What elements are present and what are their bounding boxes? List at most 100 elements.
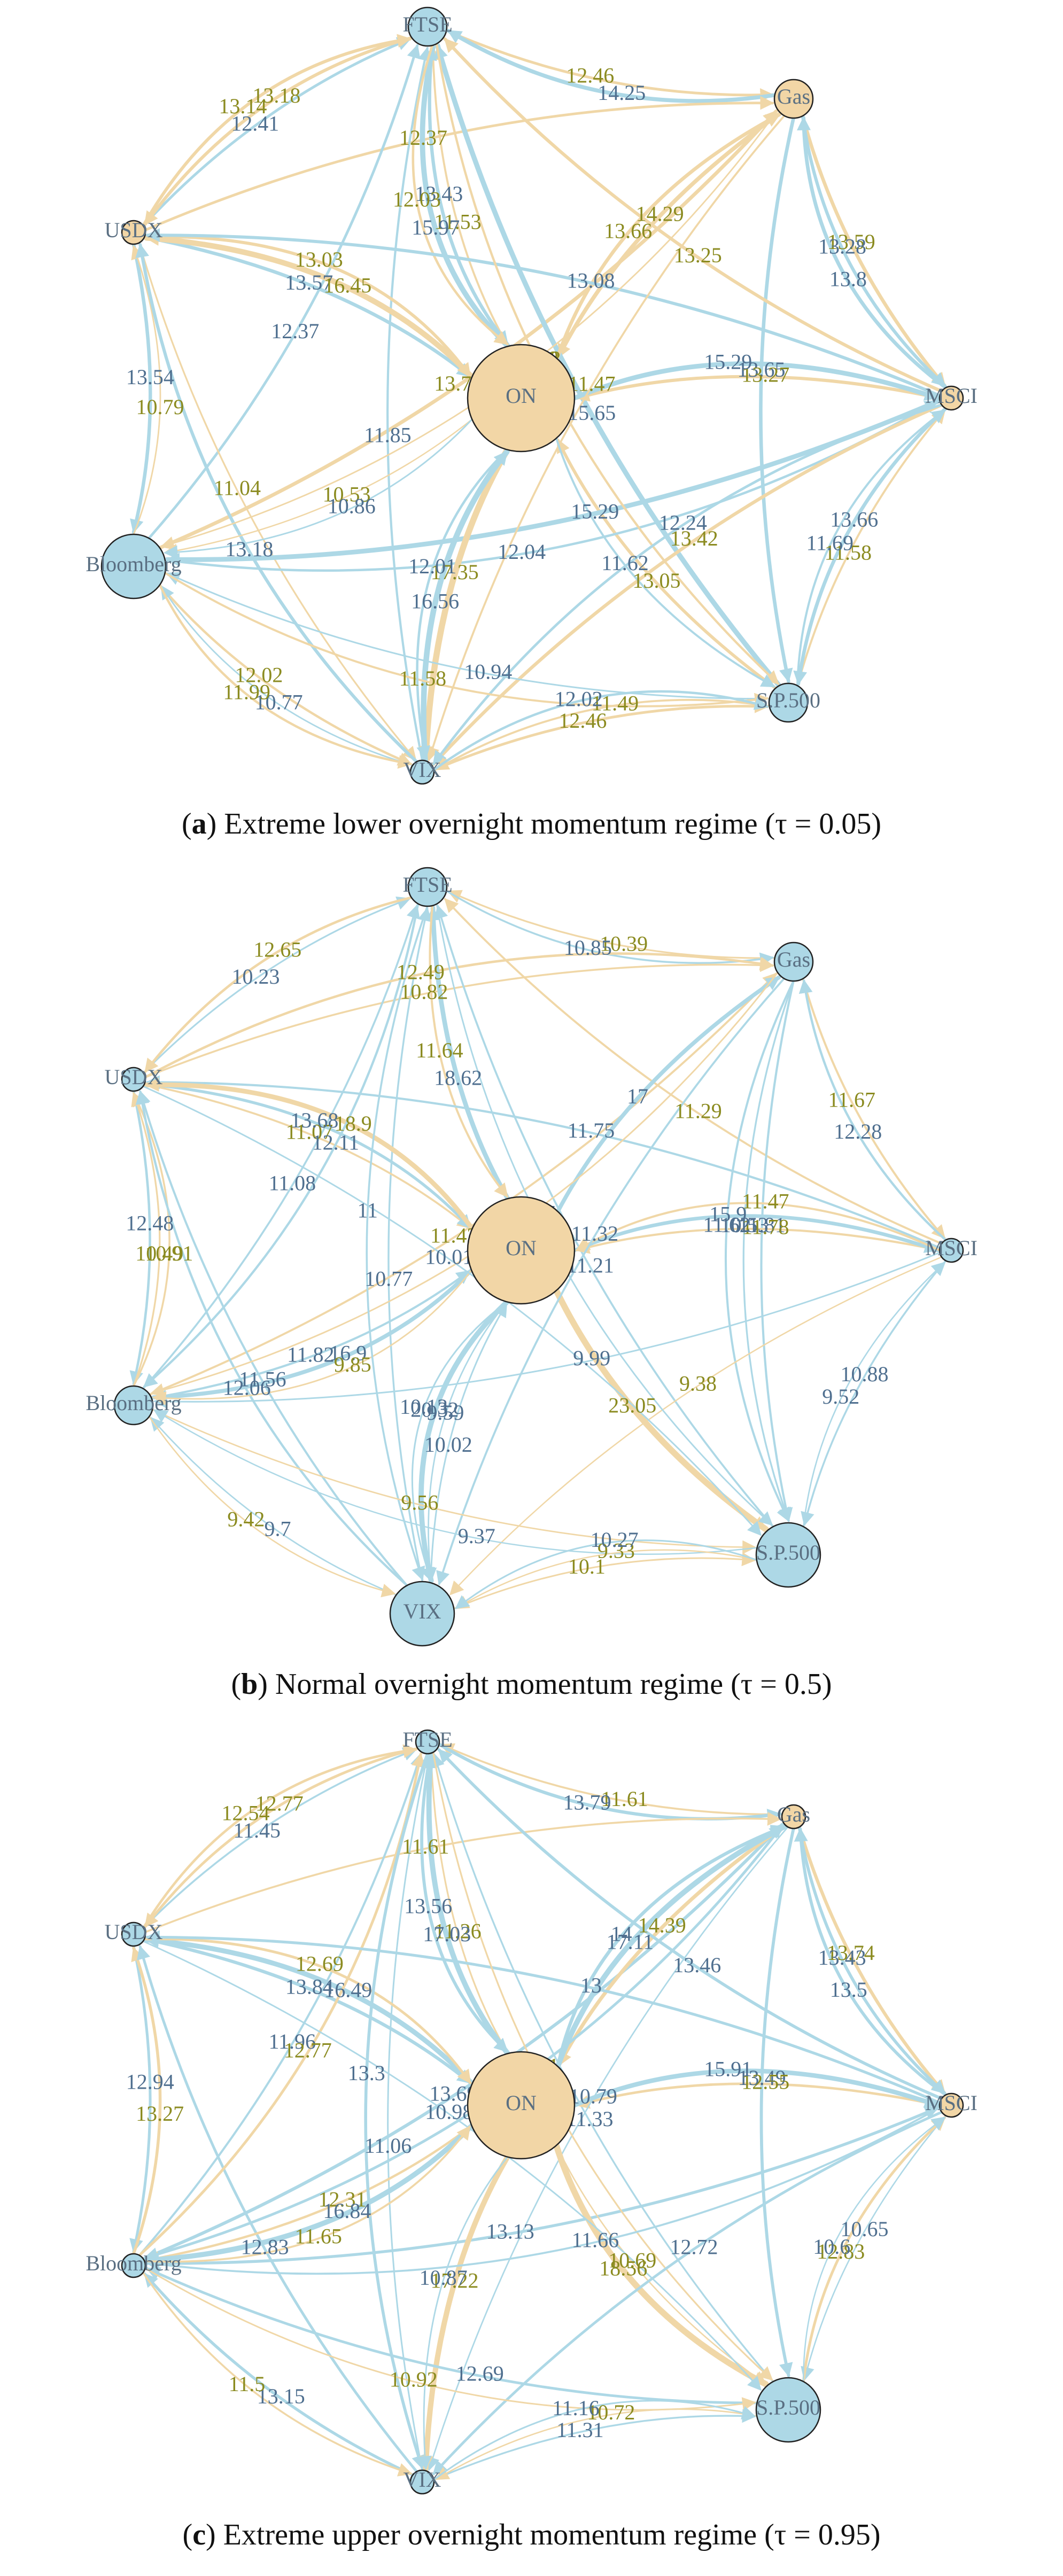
- edge-label: 13.56: [404, 1894, 452, 1918]
- edge-VIX-to-S.P.500: [433, 2400, 756, 2481]
- edge-Bloomberg-to-FTSE: [138, 1753, 424, 2256]
- edge-label: 13.3: [348, 2061, 385, 2085]
- edge-Gas-to-VIX: [426, 114, 786, 761]
- edge-MSCI-to-FTSE: [437, 1748, 943, 2100]
- edge-ON-to-S.P.500: [553, 2142, 769, 2387]
- edge-FTSE-to-USDX: [144, 1747, 420, 1928]
- edge-USDX-to-VIX: [138, 242, 417, 761]
- edge-ON-to-FTSE: [420, 44, 511, 349]
- edge-VIX-to-USDX: [135, 243, 418, 764]
- edge-VIX-to-FTSE: [386, 46, 432, 762]
- edge-Bloomberg-to-S.P.500: [151, 1408, 757, 1554]
- node-label-usdx: USDX: [105, 1920, 163, 1944]
- node-label-s-p-500: S.P.500: [756, 688, 820, 712]
- edge-label: 15.97: [412, 215, 460, 239]
- node-circle-bloomberg: [121, 2253, 146, 2278]
- edge-label: 12.69: [296, 1951, 344, 1975]
- node-circle-usdx: [121, 1921, 146, 1947]
- edge-label: 11.85: [364, 423, 412, 447]
- node-circle-bloomberg: [100, 533, 167, 600]
- edge-label: 18.9: [335, 1111, 372, 1135]
- edge-Gas-to-VIX: [436, 977, 786, 1585]
- edge-Gas-to-S.P.500: [760, 979, 795, 1522]
- edge-label: 12.41: [231, 112, 279, 136]
- edge-Gas-to-S.P.500: [759, 116, 795, 683]
- edge-ON-to-VIX: [419, 2154, 510, 2471]
- edge-FTSE-to-VIX: [364, 1752, 429, 2470]
- edge-ON-to-FTSE: [426, 46, 509, 347]
- node-circle-ftse: [407, 867, 448, 907]
- edge-label: 9.33: [598, 1538, 635, 1562]
- edge-label: 13.08: [567, 269, 615, 293]
- edge-label: 9.59: [426, 1400, 464, 1425]
- edge-label: 13.43: [818, 1945, 866, 1970]
- edges-c: [129, 1742, 948, 2481]
- edge-USDX-to-FTSE: [142, 37, 412, 227]
- edge-label: 11.62: [601, 551, 649, 575]
- edge-label: 11.67: [828, 1088, 875, 1112]
- edge-label: 11.49: [592, 691, 639, 715]
- edge-S.P.500-to-VIX: [455, 1539, 758, 1609]
- edge-ON-to-S.P.500: [555, 2144, 767, 2385]
- edge-Gas-to-VIX: [426, 1826, 789, 2471]
- edge-label: 11.04: [213, 476, 261, 500]
- edge-MSCI-to-Gas: [798, 979, 947, 1241]
- edge-FTSE-to-USDX: [144, 896, 413, 1073]
- edge-label: 13.84: [285, 1974, 333, 1998]
- edge-Gas-to-S.P.500: [759, 1827, 795, 2377]
- edge-ON-to-Bloomberg: [164, 418, 473, 558]
- node-vix: VIX: [403, 2468, 441, 2495]
- caption-b-letter: b: [241, 1668, 258, 1701]
- edge-VIX-to-S.P.500: [432, 690, 769, 772]
- node-ftse: FTSE: [402, 6, 453, 47]
- edge-label: 12.83: [817, 2239, 865, 2263]
- caption-b-text: Normal overnight momentum regime (τ = 0.…: [275, 1668, 832, 1701]
- edge-label: 9.38: [679, 1372, 717, 1396]
- edge-label: 13.27: [136, 2102, 184, 2126]
- edge-USDX-to-FTSE: [142, 896, 411, 1074]
- edge-Gas-to-S.P.500: [724, 980, 795, 1522]
- edge-ON-to-Bloomberg: [151, 1268, 474, 1404]
- edge-label: 10.94: [464, 659, 512, 683]
- edge-label: 10.92: [390, 2367, 438, 2391]
- edge-ON-to-FTSE: [424, 1754, 509, 2054]
- node-label-msci: MSCI: [925, 1236, 977, 1260]
- edge-MSCI-to-USDX: [145, 1930, 942, 2105]
- edge-label: 12.77: [255, 1791, 304, 1815]
- edge-VIX-to-ON: [430, 1303, 508, 1584]
- edge-label: 12.65: [253, 938, 301, 962]
- edge-label: 11.06: [364, 2134, 412, 2158]
- edge-label: 11.82: [287, 1342, 335, 1366]
- edge-Bloomberg-to-VIX: [158, 583, 413, 766]
- edge-VIX-to-FTSE: [387, 907, 432, 1583]
- edge-label: 10.91: [145, 1241, 193, 1265]
- caption-c-letter: c: [192, 2518, 206, 2551]
- node-circle-on: [467, 344, 576, 453]
- edge-label: 13.5: [830, 1978, 867, 2002]
- edge-label: 11.47: [742, 1189, 789, 1213]
- edge-label: 11.08: [269, 1171, 316, 1195]
- node-circle-on: [467, 2051, 576, 2160]
- edge-label: 11.47: [568, 372, 616, 396]
- edge-S.P.500-to-MSCI: [803, 1262, 946, 1528]
- edge-Bloomberg-to-ON: [143, 2125, 471, 2263]
- edge-MSCI-to-ON: [575, 2082, 941, 2109]
- edge-ON-to-Gas: [555, 1824, 787, 2069]
- node-circle-msci: [938, 2092, 964, 2118]
- edge-MSCI-to-ON: [575, 375, 942, 402]
- edge-label: 10.79: [569, 2084, 617, 2108]
- edge-USDX-to-ON: [142, 235, 472, 378]
- node-gas: Gas: [773, 79, 814, 119]
- edge-MSCI-to-S.P.500: [793, 407, 948, 686]
- edge-label: 10.77: [364, 1267, 413, 1291]
- edge-label: 20.32: [410, 1398, 459, 1422]
- edge-label: 13.14: [219, 94, 267, 118]
- node-on: ON: [467, 1196, 576, 1305]
- edge-label: 11.29: [674, 1099, 722, 1123]
- edge-USDX-to-Bloomberg: [129, 1089, 151, 1386]
- node-on: ON: [467, 344, 576, 453]
- node-circle-gas: [773, 941, 814, 982]
- edge-label: 18.62: [434, 1065, 482, 1089]
